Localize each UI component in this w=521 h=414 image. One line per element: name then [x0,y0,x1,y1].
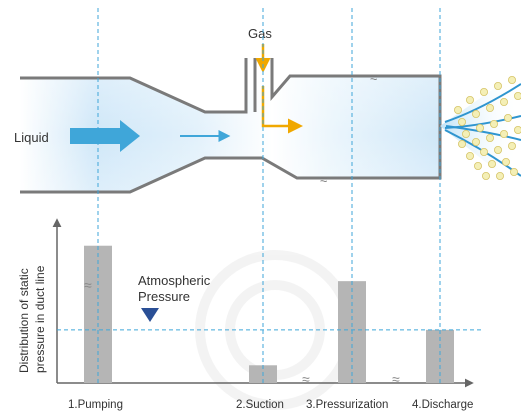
pressure-chart: Distribution of static pressure in duct … [17,218,484,411]
spray-bubble [479,147,488,156]
spray-bubble [485,104,494,113]
pressure-bar-1 [84,245,112,383]
spray-bubble [503,114,512,123]
spray-bubble [495,171,504,180]
chart-break-mark-3: ≈ [392,371,400,387]
spray-bubble [465,151,474,160]
stage-label-2: 2.Suction [236,399,284,411]
spray-bubble [471,137,480,146]
spray-bubble [457,118,466,127]
spray-bubble [475,124,484,133]
chart-break-mark-1: ≈ [84,277,92,293]
gas-label: Gas [248,26,272,41]
pipe-top-wall [20,58,248,114]
spray-bubble [509,167,518,176]
spray-bubble [493,145,502,154]
spray-bubble [499,129,508,138]
spray-bubble [481,171,490,180]
spray-bubble [501,157,510,166]
spray-bubble [453,106,462,115]
spray-bubble [461,129,470,138]
liquid-label: Liquid [14,130,49,145]
stage-guides [97,8,441,383]
stage-label-1: 1.Pumping [68,399,123,411]
atmospheric-marker-icon [141,308,159,322]
spray-bubble [465,96,474,105]
atmospheric-label-line1: Atmospheric [138,273,211,288]
atmospheric-label-line2: Pressure [138,289,190,304]
spray-bubble [507,76,516,85]
spray-bubble [485,133,494,142]
spray-bubble [487,159,496,168]
spray-bubble [514,126,521,134]
spray-bubble [473,161,482,170]
spray-bubbles [453,76,521,180]
stage-label-3: 3.Pressurization [306,399,388,411]
chart-break-mark-2: ≈ [302,371,310,387]
spray-bubble [507,141,516,150]
spray-bubble [479,88,488,97]
y-axis-label-line1: Distribution of static [17,268,31,373]
break-mark-bottom: ≈ [320,172,327,187]
spray-bubble [499,98,508,107]
spray-bubble [471,110,480,119]
liquid-inlet-arrow-icon [70,120,140,152]
spray-bubble [457,139,466,148]
spray-bubble [493,82,502,91]
spray-bubble [489,120,498,129]
stage-label-4: 4.Discharge [412,399,473,411]
spray-bubble [514,92,521,100]
break-mark-top: ≈ [370,70,377,85]
liquid-flow: Liquid [14,120,231,152]
y-axis-label-line2: pressure in duct line [33,265,47,373]
